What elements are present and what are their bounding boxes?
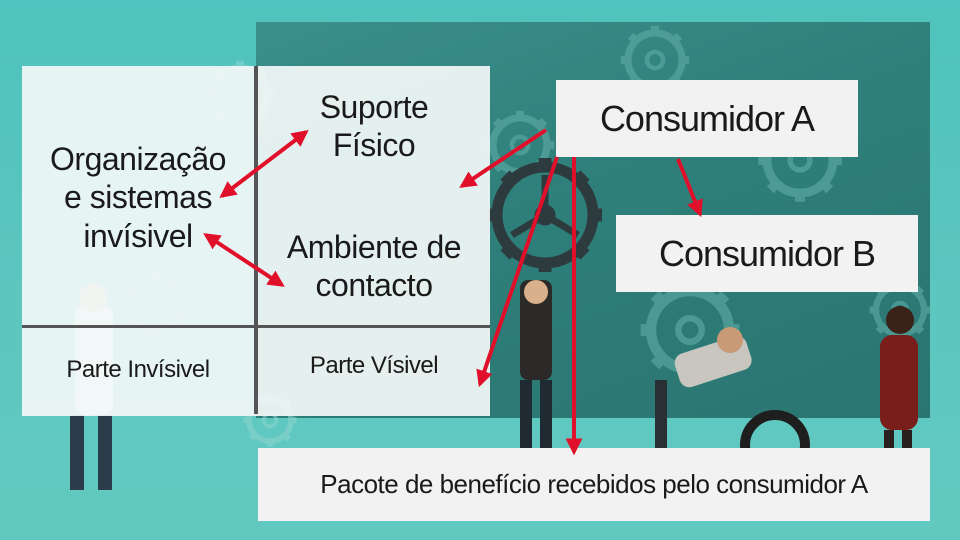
organization-label: Organização e sistemas invísivel	[22, 140, 254, 255]
contact-environment-line-2: contacto	[315, 267, 433, 304]
large-gear	[488, 158, 602, 272]
invisible-part-label: Parte Invísivel	[66, 356, 210, 383]
physical-support-line-1: Suporte	[319, 89, 429, 125]
consumer-b-box: Consumidor B	[616, 215, 918, 292]
consumer-a-box: Consumidor A	[556, 80, 858, 157]
panel-horizontal-divider	[22, 325, 490, 328]
physical-support-line-2: Físico	[332, 127, 416, 164]
benefit-package-box: Pacote de benefício recebidos pelo consu…	[258, 448, 930, 521]
organization-line-1: Organização	[50, 141, 226, 177]
contact-environment-label: Ambiente de contacto	[258, 228, 490, 305]
visible-part-label: Parte Vísivel	[309, 352, 439, 379]
contact-environment-line-1: Ambiente de	[286, 229, 462, 265]
background-gear-photo	[486, 26, 931, 380]
organization-line-3: invísivel	[83, 217, 193, 254]
organization-line-2: e sistemas	[64, 179, 212, 216]
physical-support-label: Suporte Físico	[258, 88, 490, 165]
